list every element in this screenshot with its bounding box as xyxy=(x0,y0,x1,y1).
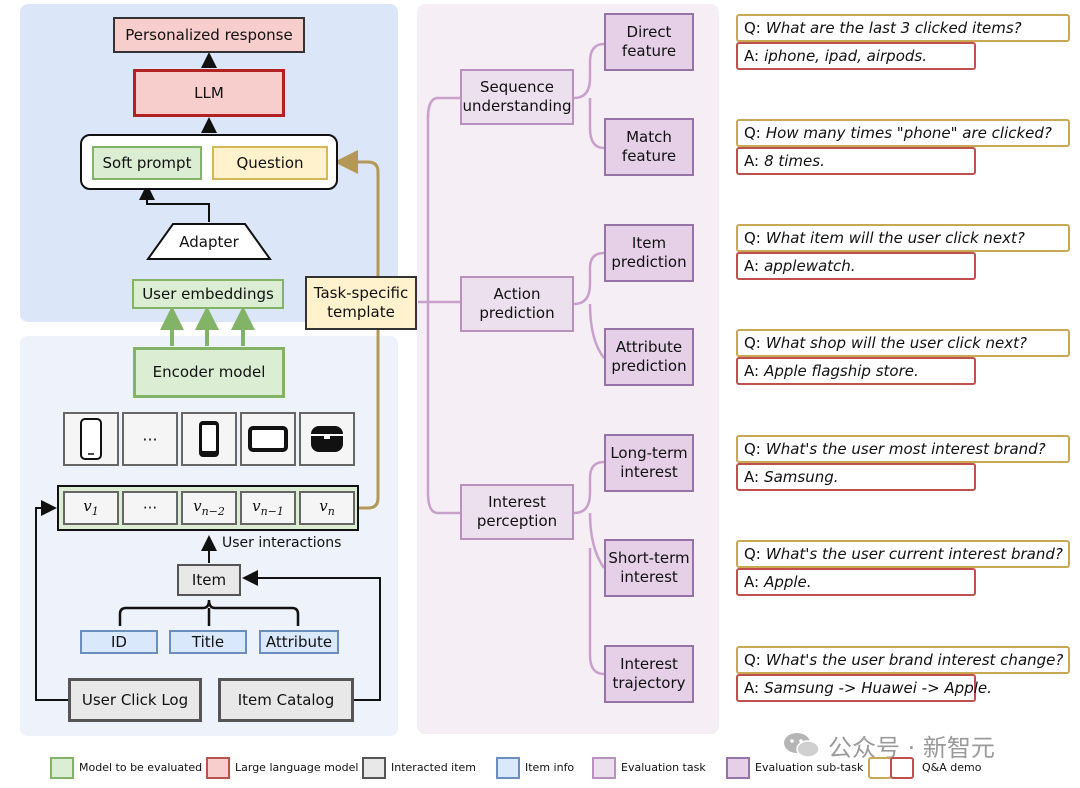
soft-prompt-box: Soft prompt xyxy=(92,146,202,180)
subtask-item-prediction: Item prediction xyxy=(604,224,694,282)
qa-answer-3: A:applewatch. xyxy=(736,252,976,280)
legend-label-task: Evaluation task xyxy=(621,761,706,774)
interaction-vn-2: vn−2 xyxy=(181,491,237,525)
legend-label-llm: Large language model xyxy=(235,761,359,774)
phone-icon xyxy=(63,412,119,466)
qa-answer-4: A:Apple flagship store. xyxy=(736,357,976,385)
item-catalog-box: Item Catalog xyxy=(218,678,354,722)
legend-swatch-model xyxy=(50,757,74,779)
subtask-short-term-interest: Short-term interest xyxy=(604,539,694,597)
earbuds-case-icon xyxy=(299,412,355,466)
task-sequence-understanding: Sequence understanding xyxy=(460,69,574,125)
legend-swatch-item-info xyxy=(496,757,520,779)
title-box: Title xyxy=(169,630,247,654)
encoder-model-box: Encoder model xyxy=(133,347,285,398)
qa-answer-1: A:iphone, ipad, airpods. xyxy=(736,42,976,70)
qa-question-4: Q:What shop will the user click next? xyxy=(736,329,1070,357)
llm-box: LLM xyxy=(133,69,285,117)
qa-question-3: Q:What item will the user click next? xyxy=(736,224,1070,252)
id-box: ID xyxy=(80,630,158,654)
user-embeddings-box: User embeddings xyxy=(132,279,284,309)
qa-question-2: Q:How many times "phone" are clicked? xyxy=(736,119,1070,147)
response-box: Personalized response xyxy=(113,17,305,53)
interaction-ellipsis: ··· xyxy=(122,491,178,525)
legend-label-item-info: Item info xyxy=(525,761,575,774)
task-interest-perception: Interest perception xyxy=(460,484,574,540)
ellipsis-label: ··· xyxy=(142,429,158,449)
qa-question-5: Q:What's the user most interest brand? xyxy=(736,435,1070,463)
watermark-text: 公众号 · 新智元 xyxy=(828,733,995,762)
legend-label-qa: Q&A demo xyxy=(922,761,982,774)
tablet-icon xyxy=(240,412,296,466)
legend-swatch-qa-question xyxy=(868,757,892,779)
subtask-attribute-prediction: Attribute prediction xyxy=(604,328,694,386)
subtask-long-term-interest: Long-term interest xyxy=(604,434,694,492)
interaction-vn-1: vn−1 xyxy=(240,491,296,525)
attribute-box: Attribute xyxy=(259,630,339,654)
subtask-interest-trajectory: Interest trajectory xyxy=(604,645,694,703)
qa-question-6: Q:What's the user current interest brand… xyxy=(736,540,1070,568)
legend-swatch-llm xyxy=(206,757,230,779)
qa-question-7: Q:What's the user brand interest change? xyxy=(736,646,1070,674)
task-template-box: Task-specific template xyxy=(305,276,417,330)
subtask-direct-feature: Direct feature xyxy=(604,13,694,71)
interaction-v1: v1 xyxy=(63,491,119,525)
legend-swatch-interacted xyxy=(362,757,386,779)
qa-question-1: Q:What are the last 3 clicked items? xyxy=(736,14,1070,42)
question-box: Question xyxy=(212,146,328,180)
legend-swatch-qa-answer xyxy=(890,757,914,779)
watermark: 公众号 · 新智元 xyxy=(782,728,995,762)
interaction-vn: vn xyxy=(299,491,355,525)
qa-answer-6: A:Apple. xyxy=(736,568,976,596)
legend-label-subtask: Evaluation sub-task xyxy=(755,761,864,774)
legend-swatch-subtask xyxy=(726,757,750,779)
qa-answer-2: A:8 times. xyxy=(736,147,976,175)
user-interactions-label: User interactions xyxy=(222,535,342,551)
legend-swatch-task xyxy=(592,757,616,779)
user-click-log-box: User Click Log xyxy=(68,678,202,722)
item-box: Item xyxy=(177,564,241,596)
wechat-icon xyxy=(784,733,820,758)
smartphone-icon xyxy=(181,412,237,466)
ellipsis-icon: ··· xyxy=(122,412,178,466)
qa-answer-7: A:Samsung -> Huawei -> Apple. xyxy=(736,674,992,702)
adapter-label: Adapter xyxy=(179,232,239,251)
legend-label-interacted: Interacted item xyxy=(391,761,477,774)
task-action-prediction: Action prediction xyxy=(460,276,574,332)
subtask-match-feature: Match feature xyxy=(604,118,694,176)
legend-label-model: Model to be evaluated xyxy=(79,761,203,774)
qa-answer-5: A:Samsung. xyxy=(736,463,976,491)
